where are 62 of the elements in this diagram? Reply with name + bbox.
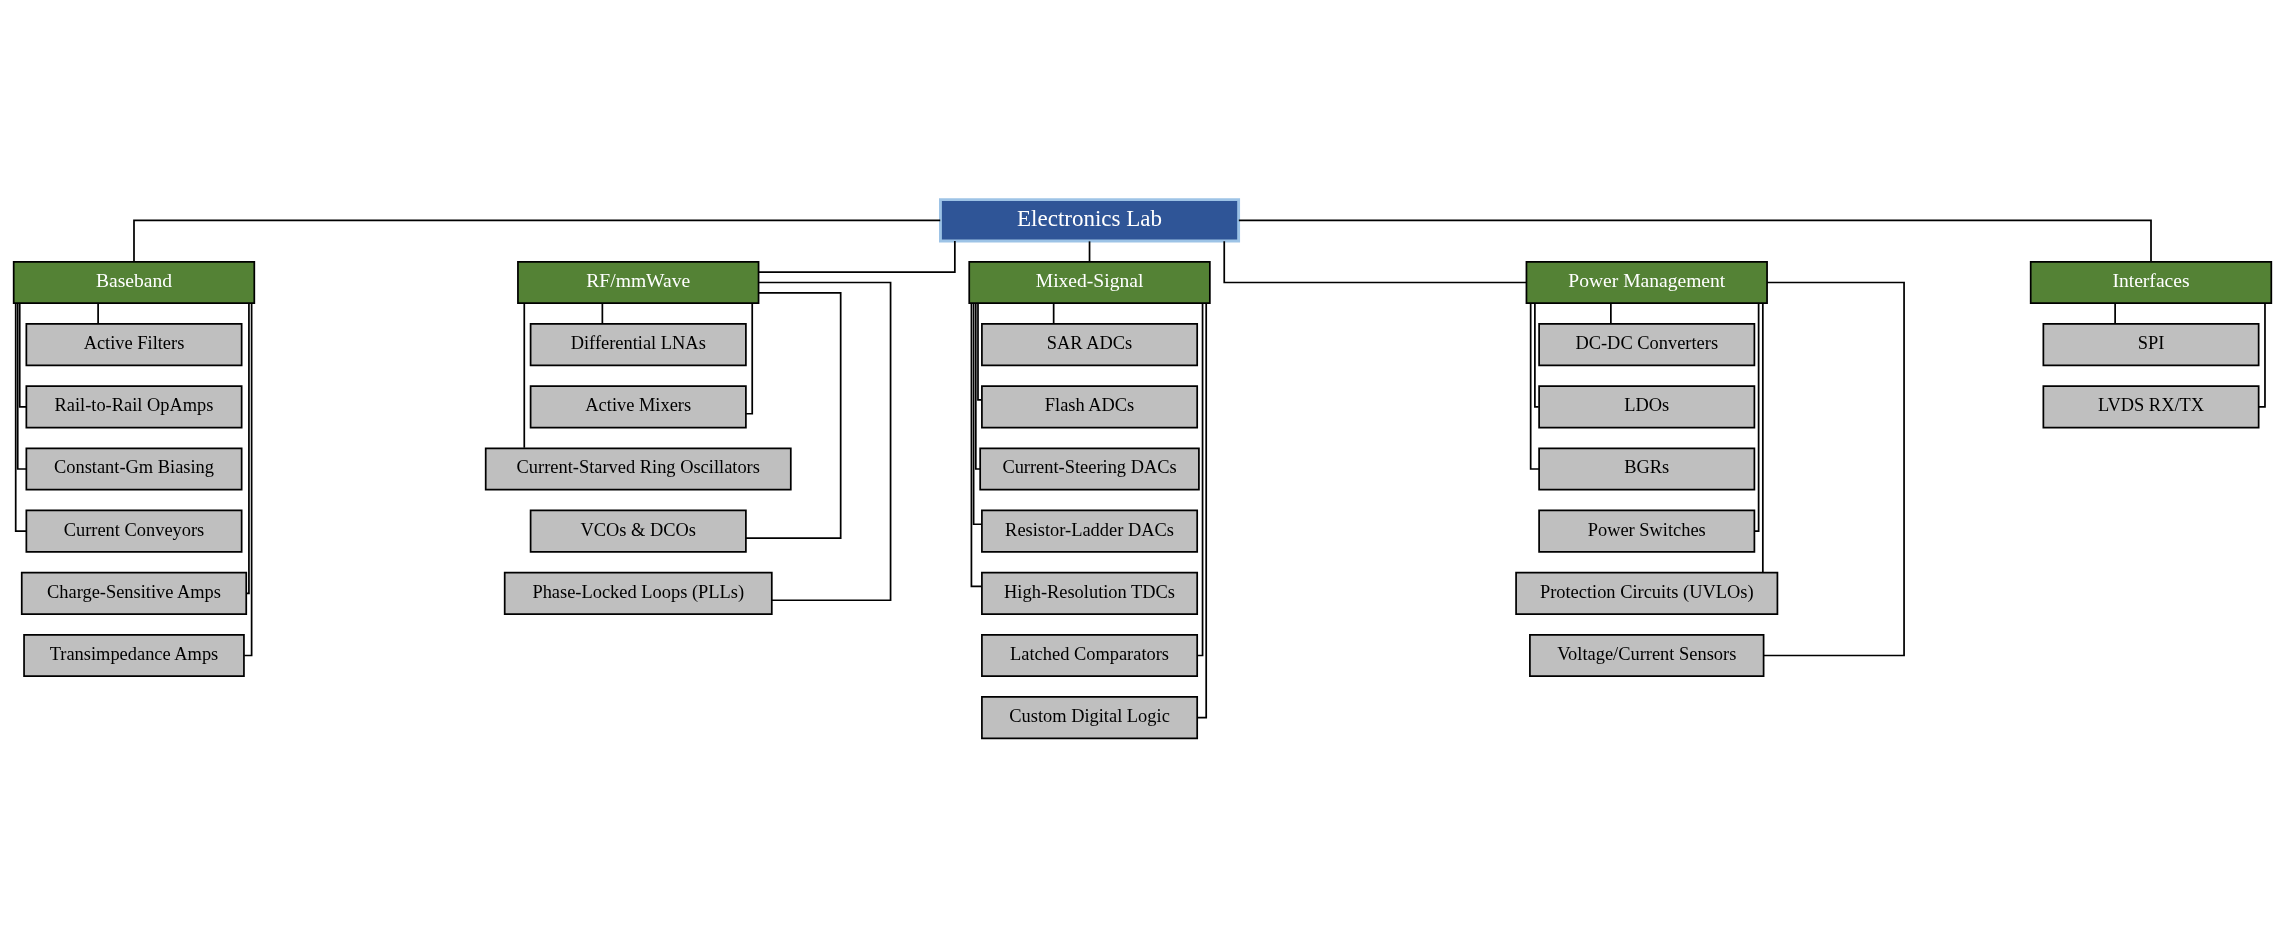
node-box: Power Management — [1525, 260, 1768, 304]
node-box: Resistor-Ladder DACs — [981, 509, 1199, 553]
node-box: Voltage/Current Sensors — [1529, 633, 1765, 677]
node-box: Charge-Sensitive Amps — [20, 571, 248, 615]
connector — [1761, 302, 1764, 573]
connector — [1762, 281, 1905, 656]
node-box: LDOs — [1538, 384, 1756, 428]
connector — [14, 301, 28, 532]
node-box: Custom Digital Logic — [981, 695, 1199, 739]
connector — [601, 302, 604, 324]
connector — [1754, 301, 1760, 532]
node-box: Mixed-Signal — [968, 260, 1211, 304]
connector — [1237, 218, 2152, 262]
node-box: Current-Starved Ring Oscillators — [484, 446, 792, 491]
connector — [977, 302, 983, 401]
node-box: SAR ADCs — [981, 322, 1199, 366]
node-box: Current-Steering DACs — [979, 446, 1200, 491]
node-box: VCOs & DCOs — [529, 509, 747, 553]
node-box: Interfaces — [2029, 260, 2273, 304]
node-box: Baseband — [12, 260, 256, 304]
connector — [243, 302, 253, 656]
node-box: Electronics Lab — [939, 197, 1241, 242]
node-box: Rail-to-Rail OpAmps — [25, 384, 243, 428]
node-box: BGRs — [1538, 446, 1756, 491]
node-box: Constant-Gm Biasing — [25, 446, 243, 491]
connector — [970, 302, 983, 587]
node-box: RF/mmWave — [517, 260, 760, 304]
node-box: Active Filters — [25, 322, 243, 366]
node-box: Power Switches — [1538, 509, 1756, 553]
connector — [1088, 240, 1091, 262]
connector — [2258, 302, 2266, 408]
node-box: Latched Comparators — [981, 633, 1199, 677]
connector — [757, 239, 956, 273]
connector — [745, 291, 842, 539]
node-box: SPI — [2042, 322, 2260, 366]
connector — [18, 302, 28, 408]
connector — [2114, 302, 2116, 324]
connector — [758, 281, 892, 601]
node-box: High-Resolution TDCs — [981, 571, 1199, 615]
node-box: DC-DC Converters — [1538, 322, 1756, 366]
node-box: Differential LNAs — [529, 322, 747, 366]
connector — [1534, 302, 1540, 408]
node-box: Protection Circuits (UVLOs) — [1515, 571, 1779, 615]
connector — [1196, 302, 1208, 719]
connector — [133, 218, 942, 262]
connector — [1610, 302, 1612, 324]
node-box: Current Conveyors — [25, 509, 243, 553]
connector — [1223, 240, 1528, 283]
connector — [523, 302, 526, 449]
node-box: Active Mixers — [529, 384, 747, 428]
node-box: Phase-Locked Loops (PLLs) — [503, 571, 773, 615]
connector — [245, 302, 250, 594]
node-box: Transimpedance Amps — [23, 633, 245, 677]
connector — [972, 302, 983, 525]
connector — [745, 301, 754, 415]
node-box: Flash ADCs — [981, 384, 1199, 428]
connector — [974, 302, 981, 470]
node-box: LVDS RX/TX — [2042, 384, 2260, 428]
connector — [1196, 302, 1204, 656]
connector — [1052, 302, 1055, 324]
connector — [97, 302, 99, 324]
connector — [16, 302, 27, 470]
